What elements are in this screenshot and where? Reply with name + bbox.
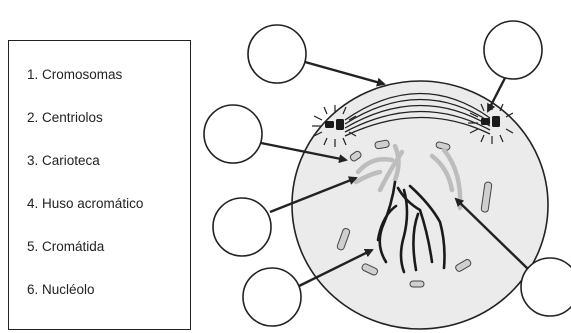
answer-circle-3[interactable] (204, 105, 262, 163)
cell-membrane (292, 81, 548, 329)
answer-circle-1[interactable] (248, 25, 306, 83)
arrow-1 (305, 62, 384, 84)
answer-circle-6[interactable] (521, 258, 571, 316)
answer-circle-4[interactable] (213, 198, 271, 256)
answer-circle-5[interactable] (243, 268, 301, 326)
answer-circle-2[interactable] (484, 21, 542, 79)
